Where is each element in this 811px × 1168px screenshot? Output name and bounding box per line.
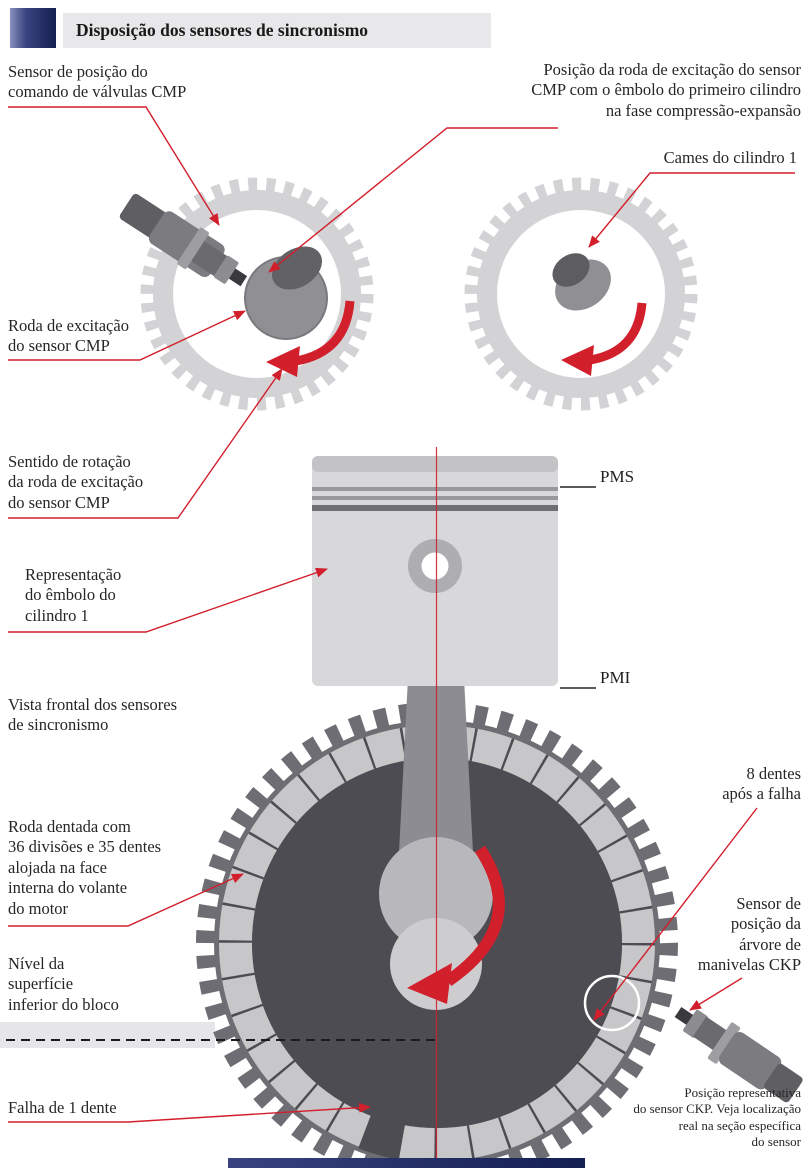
leader-ckp <box>689 977 743 1011</box>
label-nivel-superficie: Nível da superfície inferior do bloco <box>8 954 119 1014</box>
bottom-page-bar <box>228 1158 585 1168</box>
rotation-arrow-left <box>266 300 355 377</box>
cam-lobe-left <box>271 246 323 290</box>
piston-ring-2 <box>312 496 558 500</box>
block-surface-band <box>0 1022 215 1048</box>
cmp-excitation-wheel <box>244 246 328 340</box>
label-oito-dentes: 8 dentes após a falha <box>722 764 801 804</box>
title-accent-square <box>10 8 56 48</box>
wrist-pin-hole <box>421 552 449 580</box>
label-nota-ckp: Posição representativa do sensor CKP. Ve… <box>633 1085 801 1149</box>
piston-crown <box>312 456 558 472</box>
label-representacao-embolo: Representação do êmbolo do cilindro 1 <box>25 565 122 625</box>
page-title: Disposição dos sensores de sincronismo <box>76 20 369 40</box>
leader-sentido-rotacao <box>8 368 283 519</box>
leader-roda-excitacao <box>8 310 246 361</box>
label-cames-cilindro: Cames do cilindro 1 <box>663 148 797 167</box>
missing-tooth-gap <box>358 1113 406 1160</box>
leader-cames <box>588 172 795 248</box>
tooth-highlight-circle <box>583 974 641 1032</box>
label-roda-dentada: Roda dentada com 36 divisões e 35 dentes… <box>8 817 162 918</box>
leader-cmp-wheel-position <box>268 127 558 273</box>
leader-falha <box>8 1102 371 1123</box>
label-pms: PMS <box>600 467 635 486</box>
label-sentido-rotacao: Sentido de rotação da roda de excitação … <box>8 452 144 512</box>
leader-embolo <box>8 567 328 633</box>
rotation-arrow-flywheel <box>407 845 505 1004</box>
label-pmi: PMI <box>600 668 631 687</box>
label-cmp-sensor: Sensor de posição do comando de válvulas… <box>8 62 187 102</box>
label-sensor-ckp: Sensor de posição da árvore de manivelas… <box>697 894 801 975</box>
ckp-sensor-graphic <box>674 1007 803 1103</box>
rotation-arrow-right <box>561 302 647 376</box>
label-cmp-wheel-position: Posição da roda de excitação do sensor C… <box>531 60 801 120</box>
piston-ring-3 <box>312 505 558 511</box>
piston-graphic <box>312 456 558 686</box>
title-bar: Disposição dos sensores de sincronismo <box>63 13 491 48</box>
label-roda-excitacao: Roda de excitação do sensor CMP <box>8 316 129 356</box>
cmp-sensor-graphic <box>119 193 248 287</box>
camshaft-sprocket-right <box>464 177 698 411</box>
label-vista-frontal: Vista frontal dos sensores de sincronism… <box>8 695 178 735</box>
leader-oito-dentes <box>593 807 758 1021</box>
piston-ring-1 <box>312 487 558 491</box>
leader-cmp-sensor <box>8 106 220 226</box>
leader-lines <box>8 106 795 1123</box>
label-falha-dente: Falha de 1 dente <box>8 1098 117 1117</box>
flywheel-segment-dividers <box>219 725 655 1161</box>
leader-roda-dentada <box>8 873 244 927</box>
